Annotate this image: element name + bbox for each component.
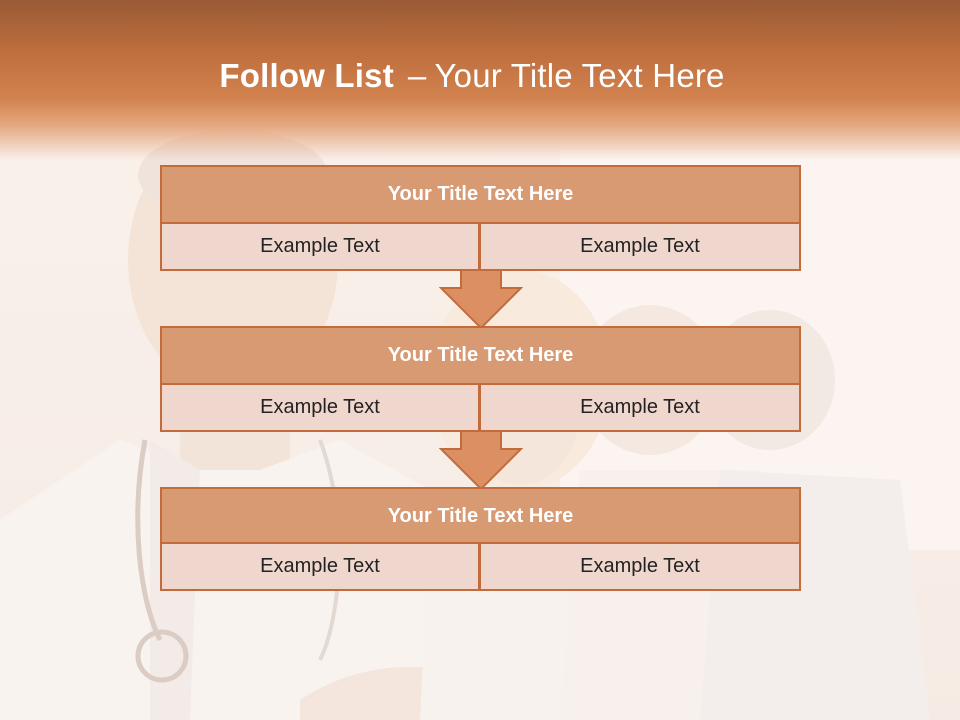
follow-block-1: Your Title Text Here Example Text Exampl… <box>160 165 801 271</box>
follow-block-2: Your Title Text Here Example Text Exampl… <box>160 326 801 432</box>
slide-title: Follow List–Your Title Text Here <box>0 56 944 96</box>
block-cell-left: Example Text <box>160 542 480 591</box>
slide-title-separator: – <box>407 57 427 94</box>
follow-block-3: Your Title Text Here Example Text Exampl… <box>160 487 801 593</box>
block-title: Your Title Text Here <box>160 165 801 224</box>
slide-title-bold: Follow List <box>219 57 394 94</box>
header-band <box>0 0 960 160</box>
block-cell-left: Example Text <box>160 222 480 271</box>
block-cell-right: Example Text <box>479 383 801 432</box>
slide-title-rest: Your Title Text Here <box>434 57 725 94</box>
block-cell-right: Example Text <box>479 222 801 271</box>
block-title: Your Title Text Here <box>160 487 801 546</box>
down-arrow-icon <box>439 431 523 491</box>
down-arrow-icon <box>439 270 523 330</box>
block-title: Your Title Text Here <box>160 326 801 385</box>
block-cell-right: Example Text <box>479 542 801 591</box>
block-cell-left: Example Text <box>160 383 480 432</box>
